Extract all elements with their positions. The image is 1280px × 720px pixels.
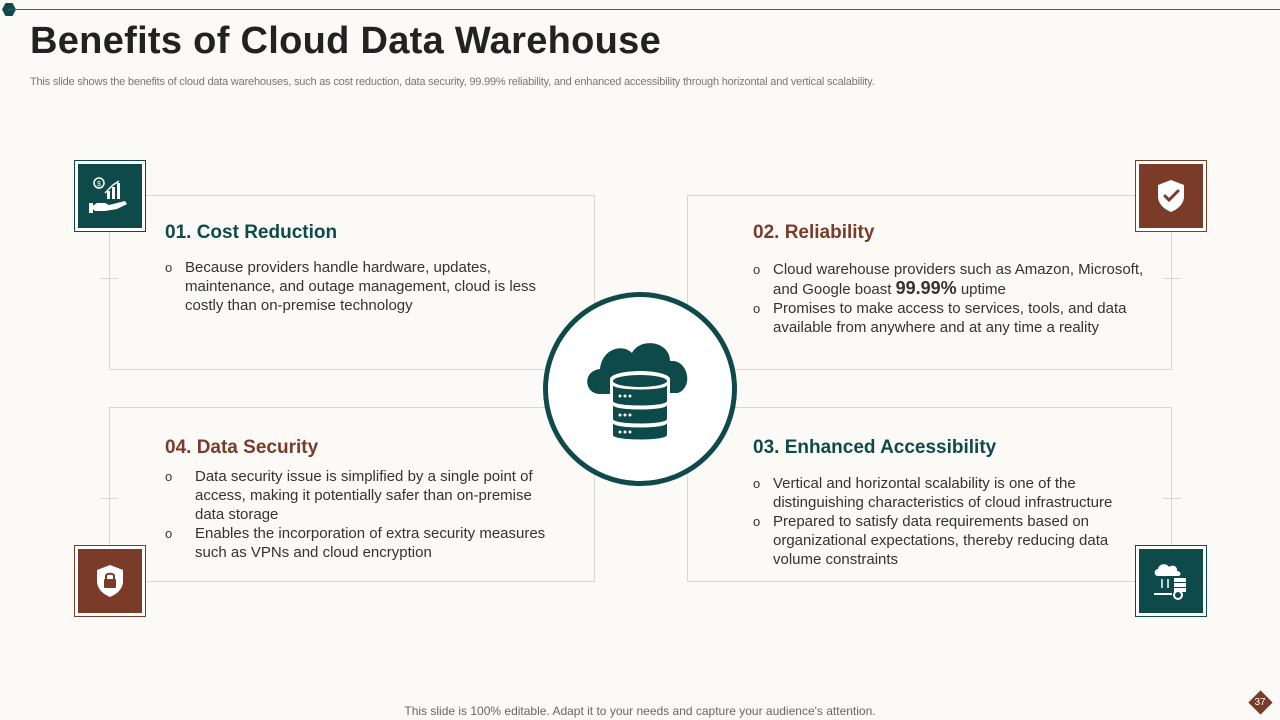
shield-lock-icon: [97, 565, 123, 597]
list-item: Promises to make access to services, too…: [753, 299, 1153, 337]
tick-mark: [100, 278, 118, 279]
list-item: Enables the incorporation of extra secur…: [165, 524, 565, 562]
card-reliability-heading: 02. Reliability: [753, 222, 875, 243]
enhanced-accessibility-icon-box: [1135, 545, 1207, 617]
page-number: 37: [1247, 689, 1273, 715]
card-cost-reduction-side-line: [109, 278, 110, 370]
card-cost-reduction-heading: 01. Cost Reduction: [165, 222, 338, 243]
card-enhanced-accessibility-heading: 03. Enhanced Accessibility: [753, 437, 997, 458]
top-divider: [8, 9, 1280, 10]
cloud-settings-icon: [1154, 564, 1186, 600]
card-cost-reduction-bullets: Because providers handle hardware, updat…: [165, 258, 565, 315]
page-title: Benefits of Cloud Data Warehouse: [30, 20, 662, 62]
cost-reduction-icon-box: $: [74, 160, 146, 232]
card-data-security-bullets: Data security issue is simplified by a s…: [165, 467, 565, 562]
list-item: Because providers handle hardware, updat…: [165, 258, 565, 315]
center-circle: [543, 292, 737, 486]
money-growth-hand-icon: $: [89, 177, 127, 213]
cloud-database-icon: [587, 343, 688, 447]
shield-check-icon: [1158, 180, 1184, 212]
tick-mark: [109, 407, 110, 498]
card-enhanced-accessibility-bullets: Vertical and horizontal scalability is o…: [753, 474, 1138, 569]
page-subtitle: This slide shows the benefits of cloud d…: [30, 76, 875, 88]
data-security-icon-box: [74, 545, 146, 617]
list-item: Data security issue is simplified by a s…: [165, 467, 565, 524]
list-item: Vertical and horizontal scalability is o…: [753, 474, 1138, 512]
tick-mark: [1163, 278, 1181, 279]
reliability-icon-box: [1135, 160, 1207, 232]
uptime-highlight: 99.99%: [895, 278, 957, 298]
card-reliability-bullets: Cloud warehouse providers such as Amazon…: [753, 260, 1153, 337]
svg-text:$: $: [97, 181, 101, 188]
list-item: Prepared to satisfy data requirements ba…: [753, 512, 1138, 569]
footer-note: This slide is 100% editable. Adapt it to…: [404, 704, 876, 718]
list-item: Cloud warehouse providers such as Amazon…: [753, 260, 1153, 299]
card-data-security-heading: 04. Data Security: [165, 437, 319, 458]
tick-mark: [100, 498, 118, 499]
tick-mark: [1163, 498, 1181, 499]
